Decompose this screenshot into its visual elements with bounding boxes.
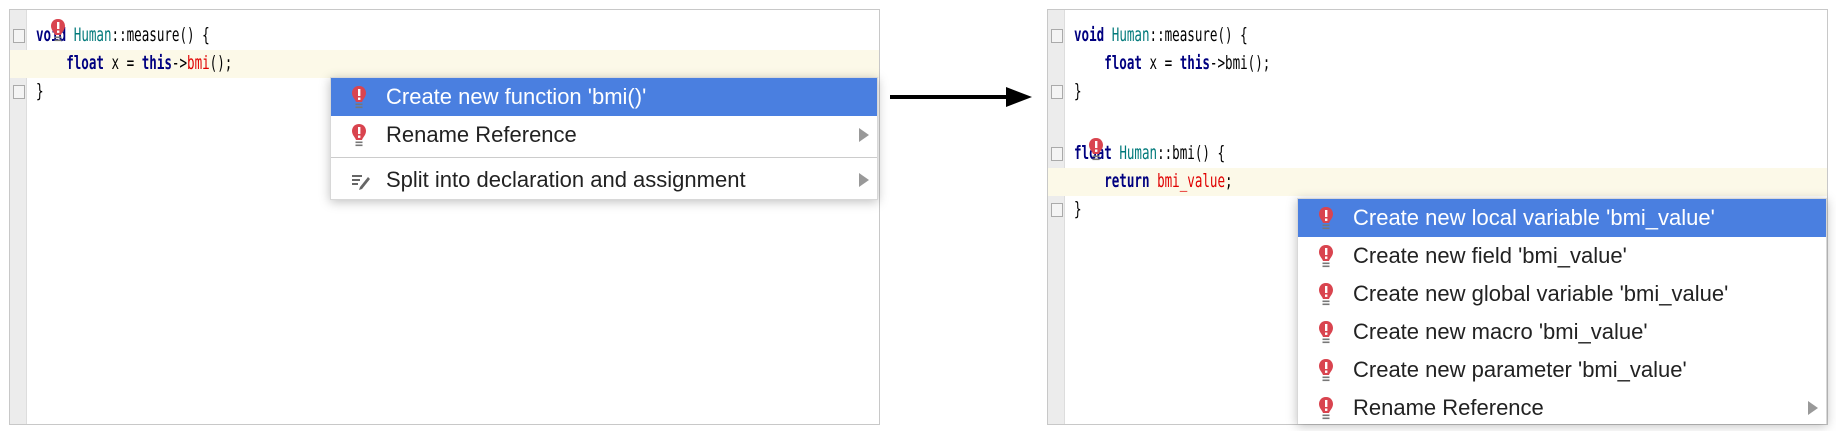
code-text: x = [103, 52, 142, 74]
keyword: float [1104, 52, 1142, 74]
submenu-arrow-icon[interactable] [859, 128, 869, 142]
code-line: void Human::measure() { [10, 19, 879, 50]
editor-before: void Human::measure() { float x = this->… [9, 9, 880, 425]
edit-intention-icon [352, 175, 370, 190]
intention-menu: Create new function 'bmi()' Rename Refer… [330, 77, 878, 200]
code-line: } [1048, 196, 1827, 224]
code-line: } [10, 78, 879, 106]
gutter [1048, 10, 1065, 424]
menu-item-create-parameter[interactable]: Create new parameter 'bmi_value' [1298, 351, 1826, 389]
code-line: float Human::bmi() { [1048, 137, 1827, 168]
code-line: } [1048, 78, 1827, 106]
menu-item-create-global-variable[interactable]: Create new global variable 'bmi_value' [1298, 275, 1826, 313]
menu-item-label: Rename Reference [386, 122, 577, 147]
code-text: } [1074, 80, 1082, 102]
menu-item-label: Create new parameter 'bmi_value' [1353, 357, 1687, 382]
menu-item-create-macro[interactable]: Create new macro 'bmi_value' [1298, 313, 1826, 351]
error-bulb-icon[interactable] [50, 18, 66, 42]
menu-item-label: Create new field 'bmi_value' [1353, 243, 1627, 268]
code-text: } [1074, 198, 1082, 220]
error-bulb-icon [1319, 245, 1333, 268]
code-text: ::bmi() { [1157, 142, 1226, 164]
error-bulb-icon [1319, 397, 1333, 420]
menu-item-label: Create new macro 'bmi_value' [1353, 319, 1648, 344]
right-arrow-icon [890, 87, 1032, 107]
menu-item-rename-reference[interactable]: Rename Reference [331, 116, 877, 154]
class-name: Human [1119, 142, 1158, 164]
code-text: x = [1141, 52, 1180, 74]
code-text: (); [209, 52, 233, 74]
code-text: } [36, 80, 44, 102]
class-name: Human [1111, 24, 1150, 46]
fold-icon[interactable] [1051, 147, 1063, 161]
intention-menu: Create new local variable 'bmi_value' Cr… [1297, 198, 1827, 424]
unresolved-reference[interactable]: bmi_value [1157, 170, 1226, 192]
menu-item-create-function[interactable]: Create new function 'bmi()' [331, 78, 877, 116]
code-text: ; [1225, 170, 1233, 192]
menu-item-label: Create new function 'bmi()' [386, 84, 647, 109]
code-text: -> [171, 52, 188, 74]
keyword: float [66, 52, 104, 74]
code-line-current: float x = this->bmi(); [10, 50, 879, 78]
fold-icon[interactable] [1051, 85, 1063, 99]
gutter [10, 10, 27, 424]
menu-item-label: Rename Reference [1353, 395, 1544, 420]
fold-icon[interactable] [13, 29, 25, 43]
menu-item-rename-reference[interactable]: Rename Reference [1298, 389, 1826, 427]
code-text: ::measure() { [1149, 24, 1248, 46]
error-bulb-icon[interactable] [1088, 137, 1104, 161]
menu-item-label: Split into declaration and assignment [386, 167, 746, 192]
fold-icon[interactable] [1051, 203, 1063, 217]
error-bulb-icon [1319, 207, 1333, 230]
menu-item-create-local-variable[interactable]: Create new local variable 'bmi_value' [1298, 199, 1826, 237]
keyword: return [1104, 170, 1150, 192]
menu-item-label: Create new local variable 'bmi_value' [1353, 205, 1715, 230]
fold-icon[interactable] [1051, 29, 1063, 43]
error-bulb-icon [1319, 283, 1333, 306]
unresolved-reference[interactable]: bmi [187, 52, 210, 74]
error-bulb-icon [1319, 321, 1333, 344]
keyword: this [1179, 52, 1210, 74]
submenu-arrow-icon[interactable] [859, 173, 869, 187]
menu-item-label: Create new global variable 'bmi_value' [1353, 281, 1729, 306]
keyword: void [1074, 24, 1105, 46]
code-line: float x = this->bmi(); [1048, 50, 1827, 78]
error-bulb-icon [1319, 359, 1333, 382]
code-text: ->bmi(); [1209, 52, 1271, 74]
code-text: ::measure() { [111, 24, 210, 46]
error-bulb-icon [352, 124, 366, 147]
fold-icon[interactable] [13, 85, 25, 99]
code-line: void Human::measure() { [1048, 22, 1827, 50]
menu-separator [331, 157, 877, 158]
code-line-current: return bmi_value; [1048, 168, 1827, 196]
class-name: Human [73, 24, 112, 46]
keyword: this [141, 52, 172, 74]
menu-item-create-field[interactable]: Create new field 'bmi_value' [1298, 237, 1826, 275]
submenu-arrow-icon[interactable] [1808, 401, 1818, 415]
error-bulb-icon [352, 86, 366, 109]
menu-item-split-declaration[interactable]: Split into declaration and assignment [331, 161, 877, 199]
